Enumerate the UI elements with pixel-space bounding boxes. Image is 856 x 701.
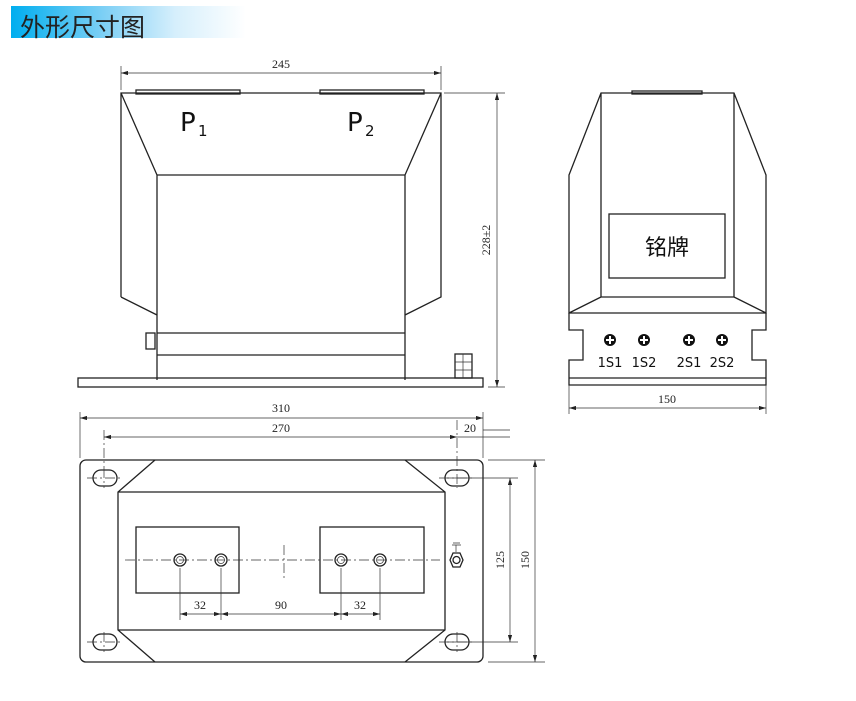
front-view: P 1 P 2 245 228±2 <box>77 57 505 388</box>
terminal-label: 2S2 <box>710 356 735 371</box>
terminal-p1-label: P <box>180 108 196 138</box>
plan-view: 310 270 20 125 150 32 90 32 <box>79 401 545 663</box>
dim-20: 20 <box>464 421 476 435</box>
terminal-label: 1S2 <box>632 356 657 371</box>
terminal-label: 1S1 <box>598 356 623 371</box>
terminal-screw-icon <box>716 334 728 346</box>
dim-150: 150 <box>518 551 532 569</box>
mounting-slots <box>87 420 475 652</box>
terminal-p2-sub: 2 <box>365 122 375 140</box>
primary-holes <box>173 553 387 567</box>
ground-nut-icon <box>449 542 464 568</box>
terminal-screw-icon <box>683 334 695 346</box>
terminal-screw-icon <box>638 334 650 346</box>
terminal-label: 2S1 <box>677 356 702 371</box>
terminal-screw-icon <box>604 334 616 346</box>
dim-height-228: 228±2 <box>479 225 493 256</box>
dim-125: 125 <box>493 551 507 569</box>
terminal-p1-sub: 1 <box>198 122 208 140</box>
dim-32-left: 32 <box>194 598 206 612</box>
dim-side-width: 150 <box>658 392 676 406</box>
ground-nut-icon <box>454 353 473 379</box>
secondary-terminal-icons <box>604 334 728 346</box>
dim-310: 310 <box>272 401 290 415</box>
nameplate <box>608 213 726 279</box>
side-view: 铭牌 1S1 1S2 2S1 2S2 150 <box>568 90 767 414</box>
dim-width-245: 245 <box>272 57 290 71</box>
section-title: 外形尺寸图 <box>20 13 146 42</box>
terminal-p2-label: P <box>347 108 363 138</box>
dim-90: 90 <box>275 598 287 612</box>
dim-270: 270 <box>272 421 290 435</box>
dim-32-right: 32 <box>354 598 366 612</box>
section-header: 外形尺寸图 <box>11 6 246 42</box>
nameplate-label: 铭牌 <box>645 236 689 261</box>
bolt-icon <box>145 332 156 350</box>
